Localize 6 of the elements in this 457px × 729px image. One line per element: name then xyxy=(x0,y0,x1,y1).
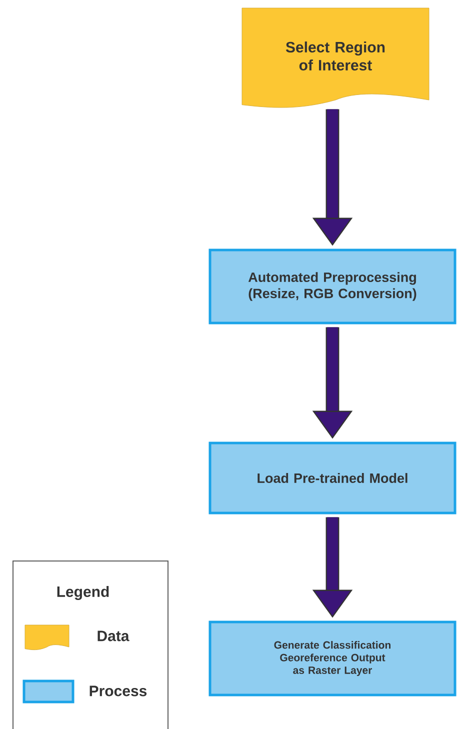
process-box: Automated Preprocessing (Resize, RGB Conversion) xyxy=(208,248,456,324)
legend-title: Legend xyxy=(57,586,109,600)
legend-label: Data xyxy=(98,630,130,642)
process-box: Generate Classification Georeference Output as Raster Layer xyxy=(208,620,456,696)
process-box: Load Pre-trained Model xyxy=(208,442,456,514)
legend-label: Process xyxy=(90,686,147,696)
